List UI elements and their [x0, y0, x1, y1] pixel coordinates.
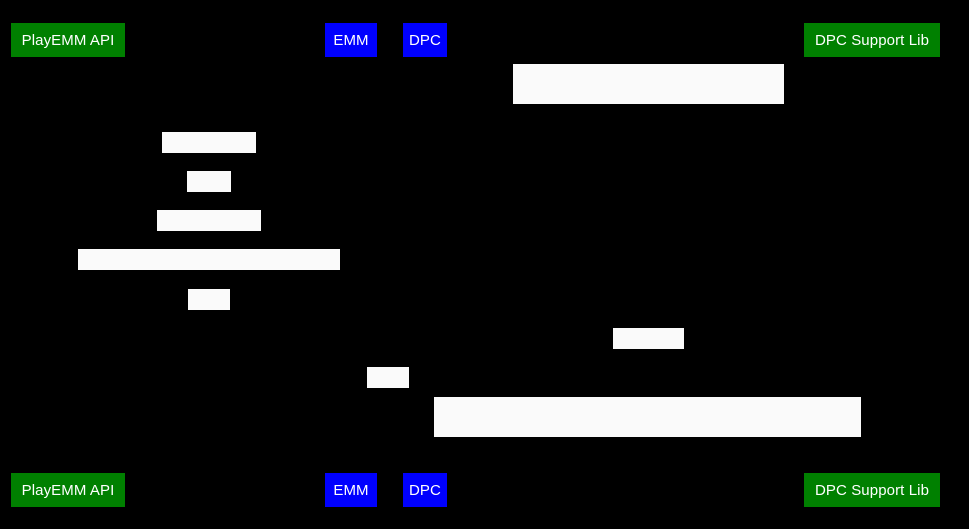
- participant-label: EMM: [333, 481, 369, 499]
- message-label-line1: androidForWorkAccountSupport: [540, 437, 755, 454]
- message-label-userid: userID: [187, 171, 250, 209]
- message-line-token-to-emm: [67, 310, 350, 311]
- participant-label: PlayEMM API: [21, 481, 115, 499]
- participant-head-dpc-support-lib[interactable]: DPC Support Lib: [804, 23, 940, 57]
- message-label-text: token: [385, 388, 423, 405]
- participant-foot-dpc-support-lib[interactable]: DPC Support Lib: [804, 473, 940, 507]
- lifeline-dpc: [424, 57, 425, 463]
- participant-label: DPC: [409, 481, 441, 499]
- message-line-users-update: [67, 231, 350, 232]
- participant-label: EMM: [333, 31, 369, 49]
- participant-head-dpc[interactable]: DPC: [403, 23, 447, 57]
- participant-label: DPC: [409, 31, 441, 49]
- lifeline-dpclib: [871, 57, 872, 463]
- participant-foot-emm[interactable]: EMM: [325, 473, 377, 507]
- participant-label: DPC Support Lib: [814, 481, 930, 499]
- message-label-add-android-for-work-account: androidForWorkAccountSupport .addAndroid…: [434, 397, 861, 511]
- message-label-line1: androidForWorkAccountSupport: [541, 104, 756, 121]
- message-line-ensure-working-environment: [424, 104, 871, 105]
- participant-head-playemm-api[interactable]: PlayEMM API: [11, 23, 125, 57]
- message-label-callback: callback(): [613, 328, 696, 366]
- message-label-users-insert: users.insert(): [162, 132, 268, 170]
- message-label-line2: .ensureWorkingEnvironment(callback): [521, 161, 776, 178]
- message-label-text: users.generateAuthenticationToken(): [96, 270, 342, 287]
- message-line-token-to-dpc: [350, 388, 424, 389]
- message-label-line2: .addAndroidForWorkAccount(token, account…: [447, 494, 848, 511]
- message-label-text: callback(): [631, 349, 696, 366]
- lifeline-emm: [350, 57, 351, 463]
- message-label-text: userID: [205, 192, 250, 209]
- message-label-token-to-dpc: token: [367, 367, 422, 405]
- message-line-add-account: [424, 437, 871, 438]
- participant-label: DPC Support Lib: [814, 31, 930, 49]
- message-label-text: users.insert(): [180, 153, 269, 170]
- message-line-users-insert: [67, 153, 350, 154]
- message-label-text: token: [206, 310, 244, 327]
- message-label-users-update: users.update(): [157, 210, 272, 248]
- message-label-ensure-working-environment: androidForWorkAccountSupport .ensureWork…: [513, 64, 784, 178]
- message-label-token-to-emm: token: [188, 289, 243, 327]
- message-line-callback: [424, 349, 871, 350]
- message-line-generate-auth-token: [67, 270, 350, 271]
- message-label-generate-auth-token: users.generateAuthenticationToken(): [78, 249, 342, 287]
- message-label-text: users.update(): [175, 231, 273, 248]
- participant-head-emm[interactable]: EMM: [325, 23, 377, 57]
- participant-label: PlayEMM API: [21, 31, 115, 49]
- lifeline-playemm: [67, 57, 68, 463]
- message-line-userid: [67, 192, 350, 193]
- participant-foot-playemm-api[interactable]: PlayEMM API: [11, 473, 125, 507]
- participant-foot-dpc[interactable]: DPC: [403, 473, 447, 507]
